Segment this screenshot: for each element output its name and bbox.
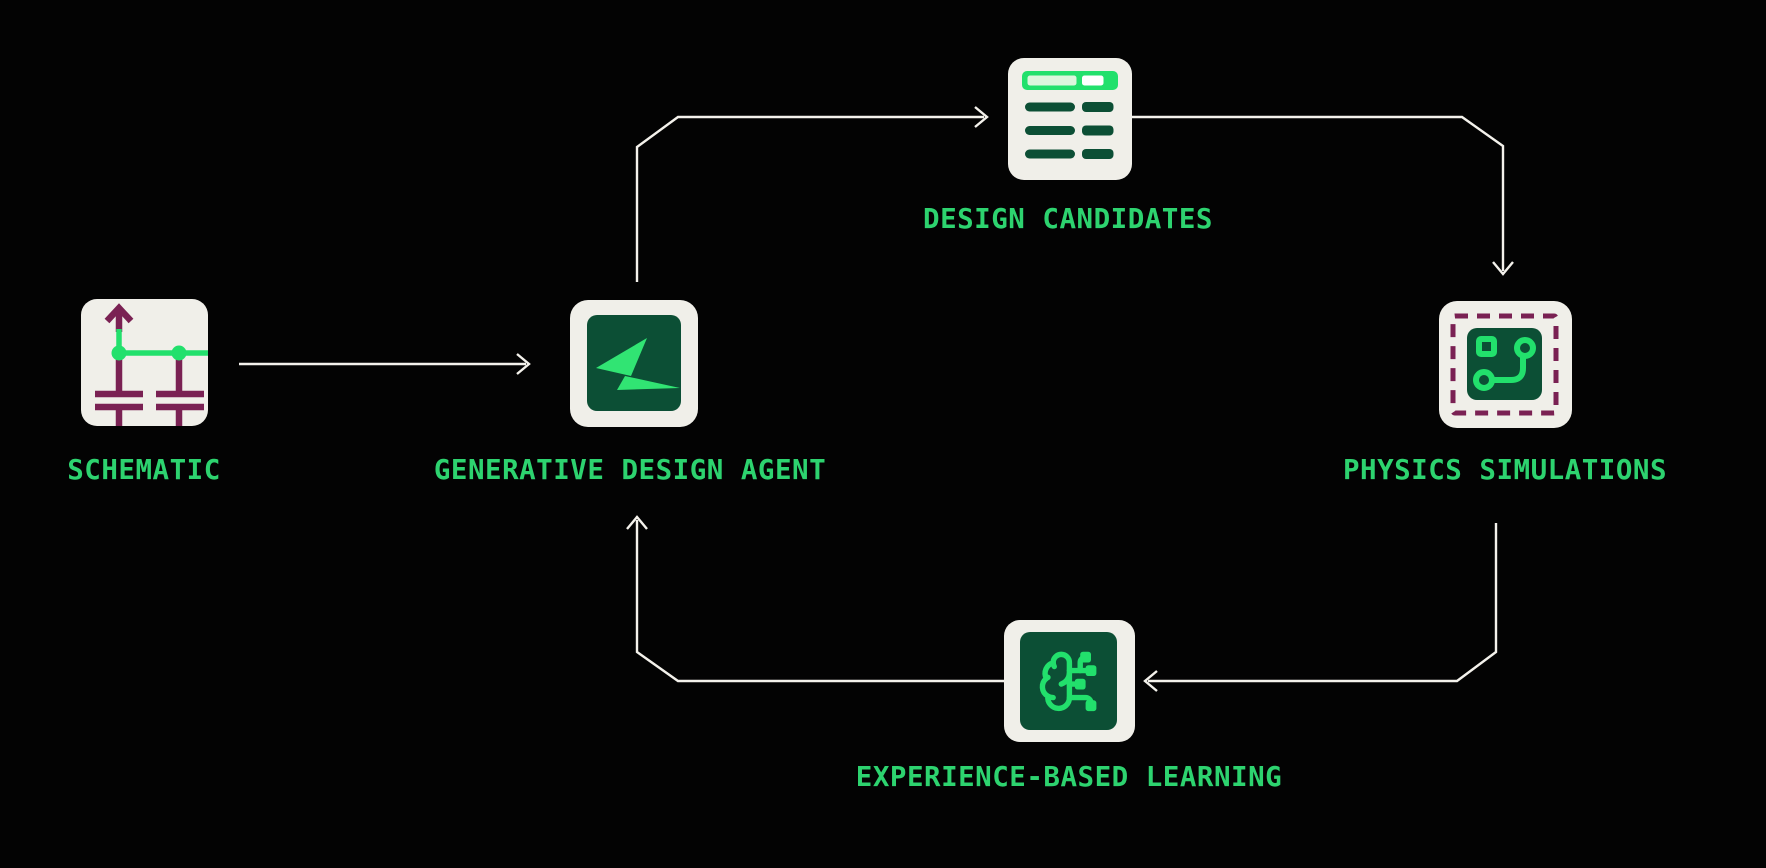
arrow-candidates-to-physics bbox=[1132, 115, 1514, 276]
node-design-candidates bbox=[1008, 58, 1132, 180]
arrow-agent-to-candidates bbox=[635, 106, 989, 282]
candidates-table-icon bbox=[1008, 58, 1132, 180]
node-physics-simulations bbox=[1439, 301, 1572, 428]
brain-circuit-icon bbox=[1004, 620, 1135, 742]
node-experience-based-learning bbox=[1004, 620, 1135, 742]
agent-logo-icon bbox=[570, 300, 698, 427]
label-design-candidates: DESIGN CANDIDATES bbox=[923, 203, 1213, 235]
arrow-learning-to-agent bbox=[626, 515, 1004, 683]
node-schematic bbox=[81, 299, 208, 426]
label-schematic: SCHEMATIC bbox=[67, 454, 221, 486]
pcb-board-outline-icon bbox=[1439, 301, 1572, 428]
circuit-schematic-icon bbox=[81, 299, 208, 426]
label-experience-based-learning: EXPERIENCE-BASED LEARNING bbox=[855, 761, 1283, 793]
arrow-physics-to-learning bbox=[1143, 523, 1498, 692]
label-generative-design-agent: GENERATIVE DESIGN AGENT bbox=[433, 454, 827, 486]
arrow-schematic-to-agent bbox=[239, 353, 531, 375]
node-generative-design-agent bbox=[570, 300, 698, 427]
label-physics-simulations: PHYSICS SIMULATIONS bbox=[1342, 454, 1668, 486]
